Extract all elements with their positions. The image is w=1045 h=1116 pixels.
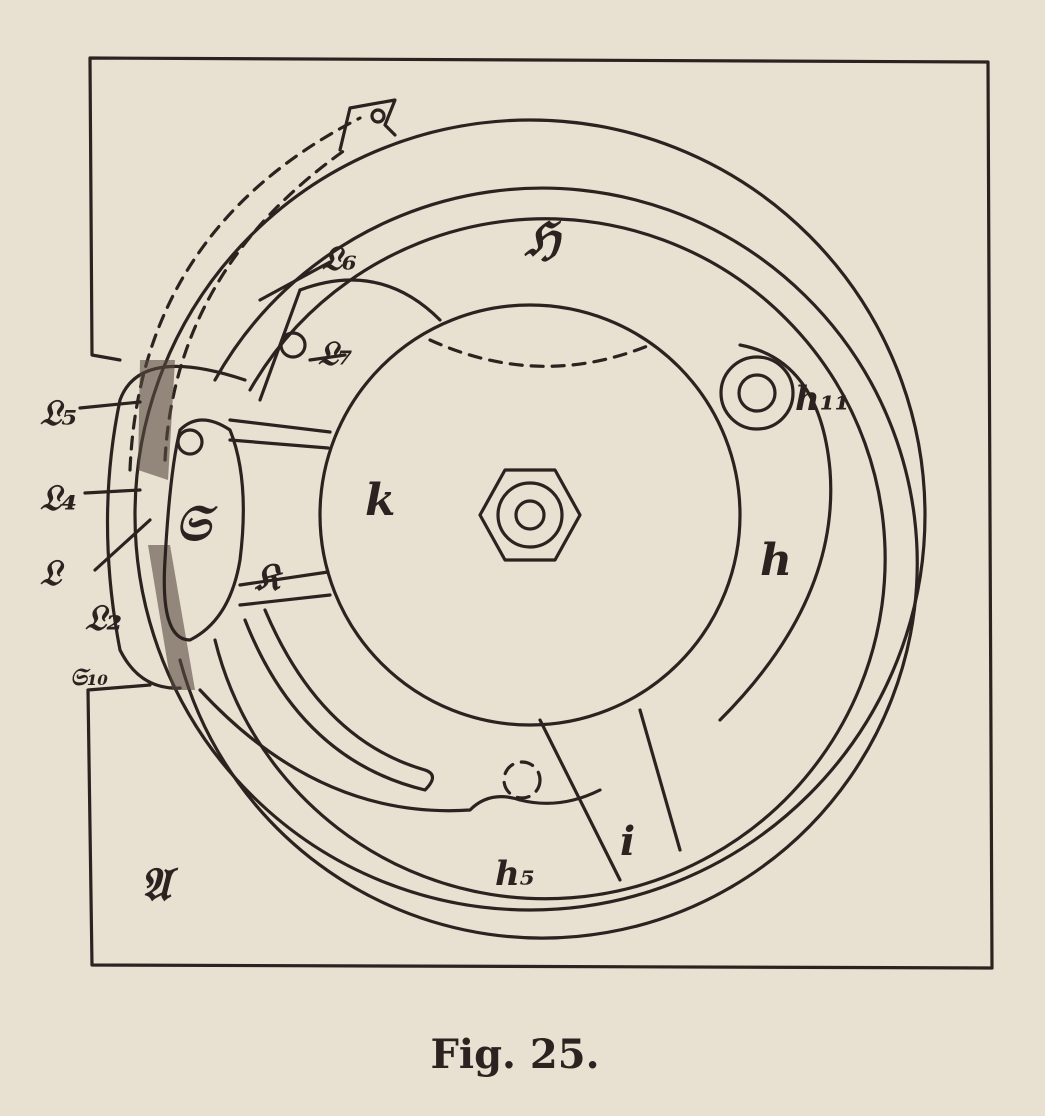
label-h5: h₅ [495,854,535,894]
label-k: k [365,475,396,526]
base-plate-outline [86,56,994,970]
hex-nut [478,468,582,562]
pivot-h11 [719,355,795,431]
hatched-block [138,360,175,480]
inner-ring [178,186,919,940]
center-disk [318,303,742,727]
plate-ring [213,217,887,901]
label-L7: 𝔏₇ [318,334,353,374]
lever-s [162,418,245,642]
pin-h5 [502,760,542,800]
label-S10: 𝔖₁₀ [70,662,108,691]
figure-caption: Fig. 25. [430,1031,599,1078]
label-K: 𝔎 [254,554,284,599]
label-i: i [620,818,635,865]
label-A: 𝔄 [140,857,179,911]
label-L4: 𝔏₄ [40,477,77,519]
label-S: 𝔖 [175,493,218,552]
lever-h-edge [718,343,833,722]
arm-k [228,418,332,607]
hatched-block-lower [148,545,195,690]
label-H: ℌ [524,212,562,266]
dashed-swing-path [128,116,362,472]
label-L6: 𝔏₆ [322,239,357,279]
label-L2: 𝔏₂ [85,597,122,639]
pin-l7 [279,331,307,359]
label-h11: h₁₁ [795,379,850,419]
lever-i [538,708,682,882]
slot [243,608,435,792]
label-L: 𝔏 [40,552,65,594]
outer-ring [133,118,927,912]
pawl-tip [338,98,397,152]
label-L5: 𝔏₅ [40,392,77,434]
label-h: h [760,535,792,586]
